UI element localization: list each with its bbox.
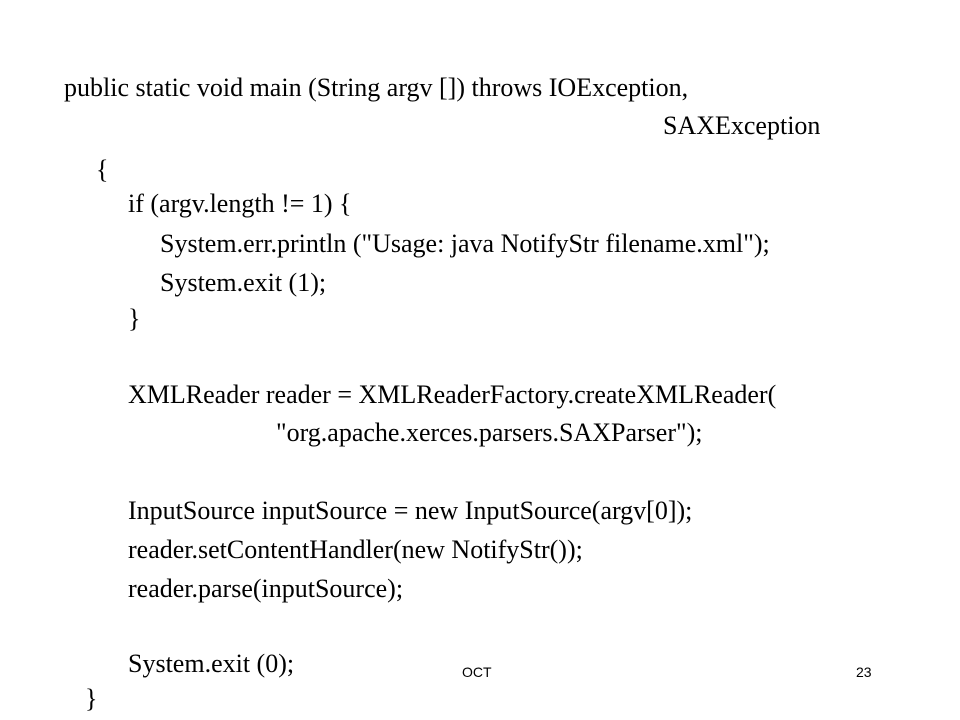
- code-line-inputsource: InputSource inputSource = new InputSourc…: [128, 496, 693, 525]
- code-line-open-brace: {: [96, 155, 109, 184]
- code-line-parser-name: "org.apache.xerces.parsers.SAXParser");: [276, 418, 703, 447]
- code-line-parse: reader.parse(inputSource);: [128, 574, 404, 603]
- code-line-if-condition: if (argv.length != 1) {: [128, 189, 352, 218]
- code-line-exit-one: System.exit (1);: [160, 268, 327, 297]
- code-line-exit-zero: System.exit (0);: [128, 649, 295, 678]
- code-line-println: System.err.println ("Usage: java NotifyS…: [160, 229, 770, 258]
- code-line-setcontenthandler: reader.setContentHandler(new NotifyStr()…: [128, 535, 583, 564]
- code-line-throws-continuation: SAXException: [663, 111, 821, 140]
- code-line-xmlreader: XMLReader reader = XMLReaderFactory.crea…: [128, 380, 777, 409]
- page-number: 23: [856, 664, 872, 680]
- code-line-main-signature: public static void main (String argv [])…: [64, 73, 689, 102]
- code-line-close-main: }: [85, 684, 98, 713]
- footer-label: OCT: [462, 664, 492, 680]
- code-line-close-if: }: [128, 304, 141, 333]
